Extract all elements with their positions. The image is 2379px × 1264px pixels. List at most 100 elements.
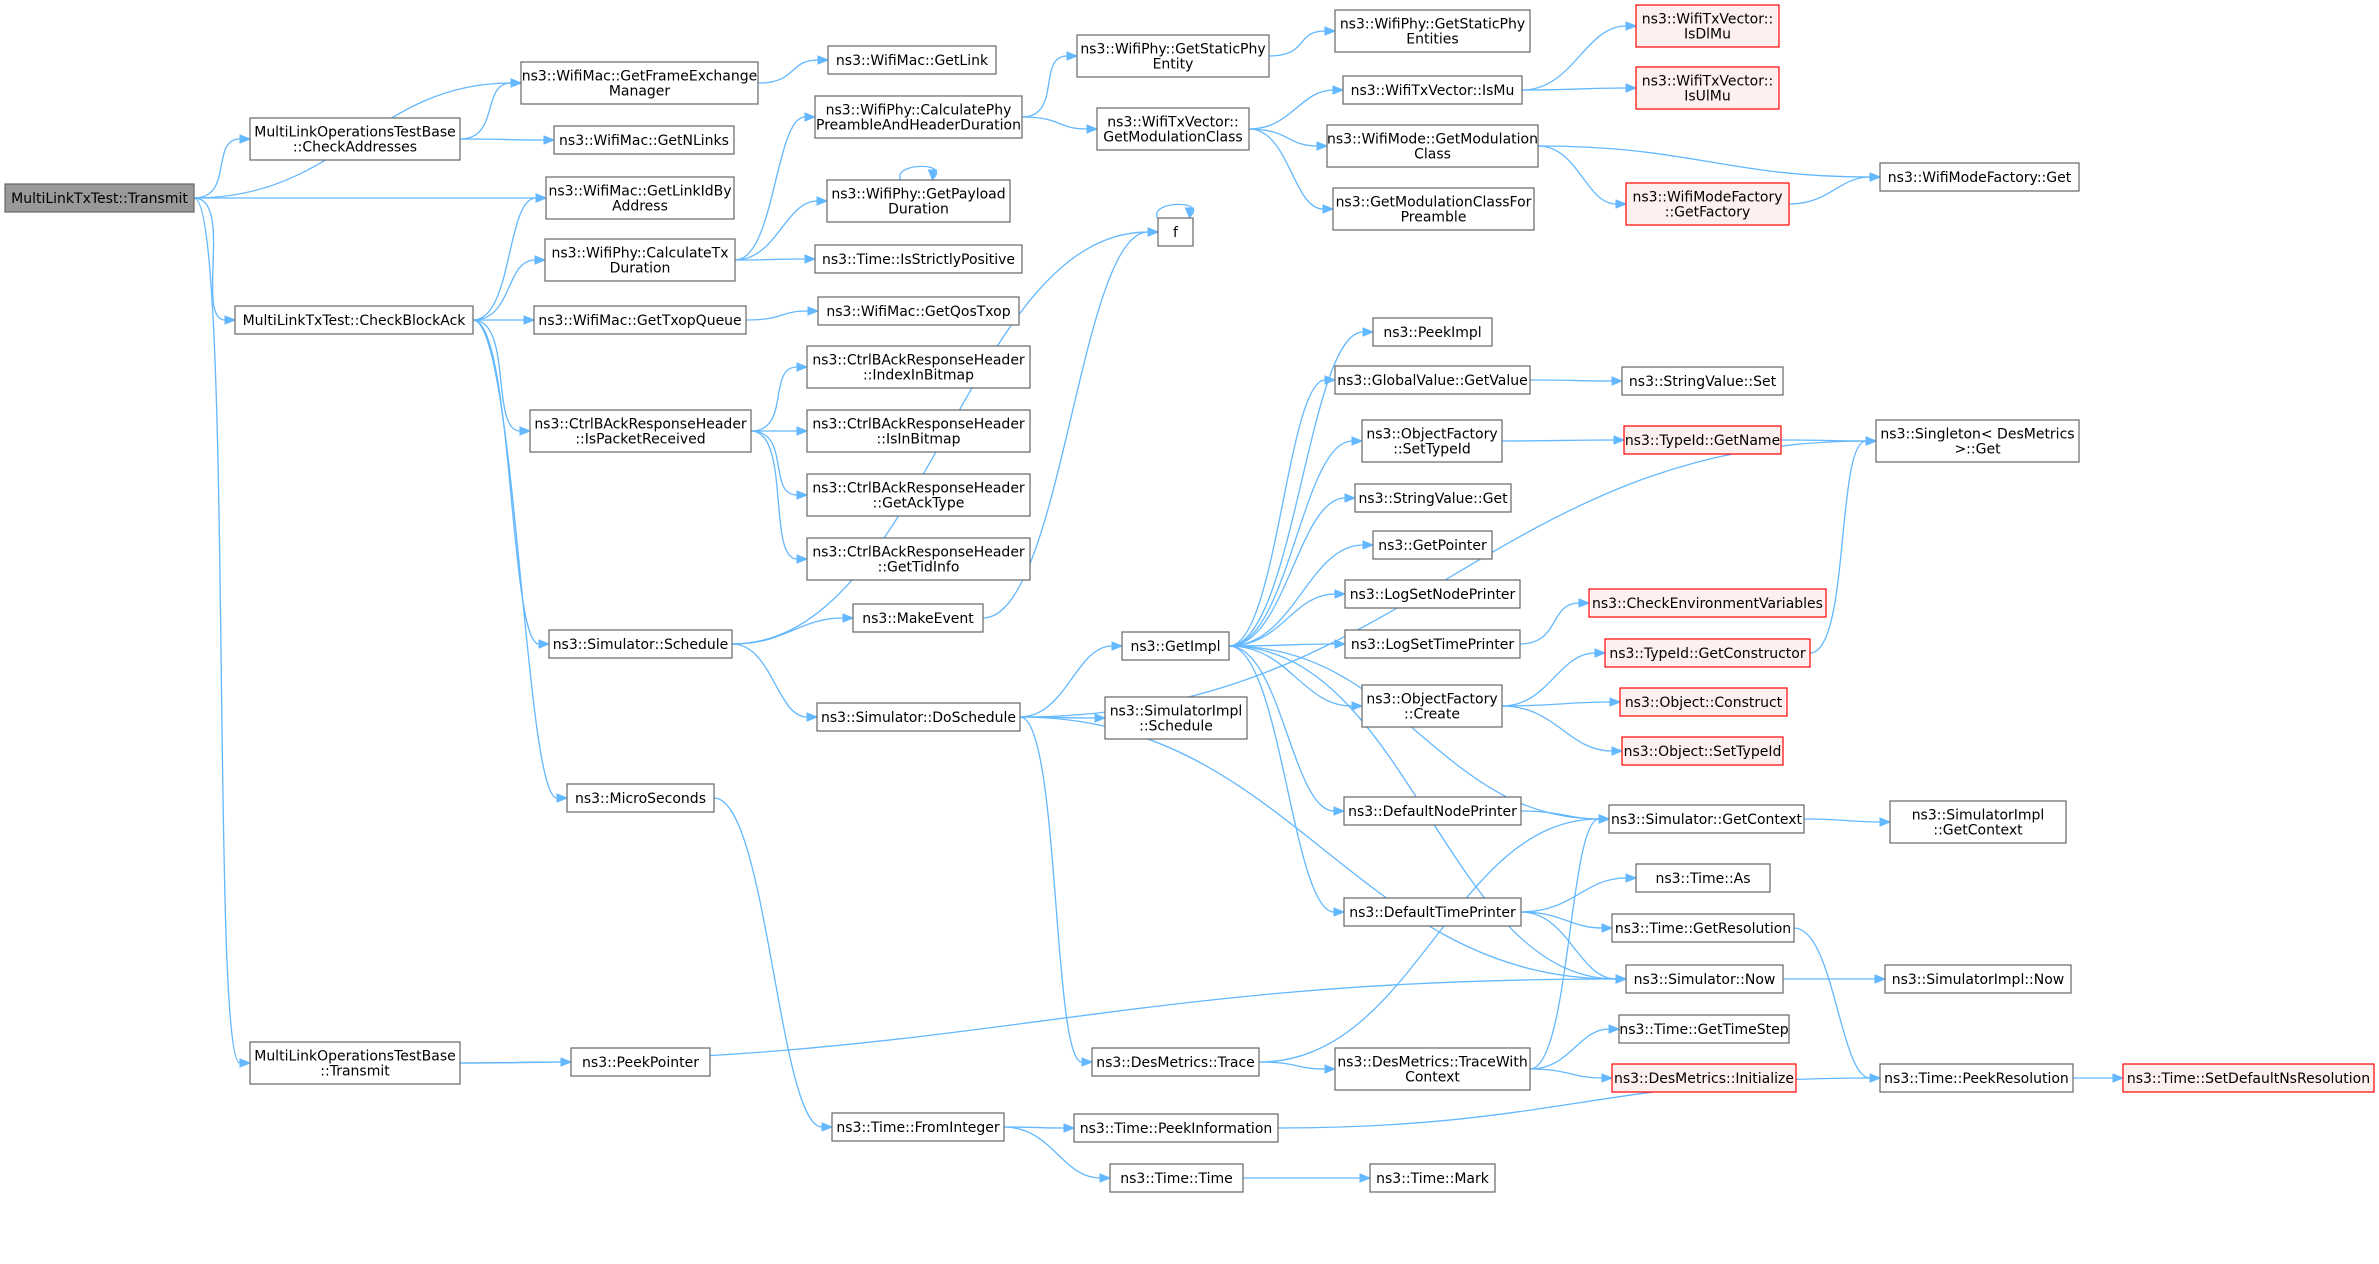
node-checkEnv[interactable]: ns3::CheckEnvironmentVariables	[1588, 588, 1827, 618]
node-ofSetTypeId[interactable]: ns3::ObjectFactory::SetTypeId	[1361, 419, 1503, 463]
edge-isPacketRecv-to-getAckType	[750, 430, 798, 496]
node-getTidInfo[interactable]: ns3::CtrlBAckResponseHeader::GetTidInfo	[806, 537, 1031, 581]
node-mloTransmit[interactable]: MultiLinkOperationsTestBase::Transmit	[249, 1041, 461, 1085]
node-microSeconds[interactable]: ns3::MicroSeconds	[566, 783, 715, 813]
node-isPacketRecv[interactable]: ns3::CtrlBAckResponseHeader::IsPacketRec…	[529, 409, 752, 453]
edge-arrowhead	[806, 712, 819, 722]
node-objConstruct[interactable]: ns3::Object::Construct	[1619, 687, 1788, 717]
node-box	[1369, 1163, 1496, 1193]
edge-arrowhead	[1147, 227, 1160, 237]
node-getImpl[interactable]: ns3::GetImpl	[1121, 631, 1230, 661]
node-root[interactable]: MultiLinkTxTest::Transmit	[4, 183, 195, 213]
edge-arrowhead	[1334, 639, 1347, 649]
node-getTxopQueue[interactable]: ns3::WifiMac::GetTxopQueue	[533, 305, 747, 335]
node-getModClass[interactable]: ns3::WifiTxVector::GetModulationClass	[1096, 107, 1250, 151]
node-checkAddr[interactable]: MultiLinkOperationsTestBase::CheckAddres…	[249, 117, 461, 161]
edge-arrowhead	[239, 1058, 252, 1068]
node-wmfGetFactory[interactable]: ns3::WifiModeFactory::GetFactory	[1625, 182, 1790, 226]
node-label: ns3::WifiPhy::GetStaticPhy	[1080, 42, 1265, 58]
node-doSchedule[interactable]: ns3::Simulator::DoSchedule	[816, 702, 1021, 732]
node-timeMark[interactable]: ns3::Time::Mark	[1369, 1163, 1496, 1193]
node-svSet[interactable]: ns3::StringValue::Set	[1621, 366, 1784, 396]
edge-arrowhead	[1869, 1073, 1882, 1083]
edge-typeGetCtor-to-singletonGet	[1809, 440, 1867, 654]
edge-schedule-to-doSchedule	[731, 643, 808, 718]
node-logSetTimePr[interactable]: ns3::LogSetTimePrinter	[1344, 629, 1521, 659]
node-wmGetModClass[interactable]: ns3::WifiMode::GetModulationClass	[1326, 124, 1539, 168]
node-getLink[interactable]: ns3::WifiMac::GetLink	[827, 45, 997, 75]
node-simNow[interactable]: ns3::Simulator::Now	[1625, 964, 1784, 994]
node-wmfGet[interactable]: ns3::WifiModeFactory::Get	[1879, 162, 2080, 192]
node-indexInBitmap[interactable]: ns3::CtrlBAckResponseHeader::IndexInBitm…	[806, 345, 1031, 389]
node-getPointer[interactable]: ns3::GetPointer	[1372, 530, 1493, 560]
node-label: >::Get	[1954, 442, 2001, 458]
node-makeEvent[interactable]: ns3::MakeEvent	[852, 603, 984, 633]
edge-arrowhead	[1625, 873, 1638, 883]
edge-ofCreate-to-typeGetCtor	[1501, 652, 1596, 707]
node-getQosTxop[interactable]: ns3::WifiMac::GetQosTxop	[817, 296, 1020, 326]
node-isStrictlyPos[interactable]: ns3::Time::IsStrictlyPositive	[814, 244, 1023, 274]
node-checkBlockAck[interactable]: MultiLinkTxTest::CheckBlockAck	[234, 305, 474, 335]
node-isInBitmap[interactable]: ns3::CtrlBAckResponseHeader::IsInBitmap	[806, 409, 1031, 453]
node-ofCreate[interactable]: ns3::ObjectFactory::Create	[1361, 684, 1503, 728]
node-logSetNodePr[interactable]: ns3::LogSetNodePrinter	[1344, 579, 1521, 609]
edge-root-to-checkBlockAck	[193, 197, 226, 321]
node-simImplSchedule[interactable]: ns3::SimulatorImpl::Schedule	[1104, 696, 1248, 740]
node-label: ns3::Object::SetTypeId	[1624, 744, 1782, 760]
node-isMu[interactable]: ns3::WifiTxVector::IsMu	[1342, 75, 1523, 105]
node-objSetTypeId[interactable]: ns3::Object::SetTypeId	[1621, 736, 1784, 766]
node-simImplGetCtx[interactable]: ns3::SimulatorImpl::GetContext	[1889, 800, 2067, 844]
edge-arrowhead	[796, 362, 809, 372]
node-peekImpl[interactable]: ns3::PeekImpl	[1372, 317, 1493, 347]
edge-doSchedule-to-getImpl	[1019, 645, 1113, 718]
node-box	[806, 345, 1031, 389]
node-label: ns3::CtrlBAckResponseHeader	[534, 417, 747, 433]
node-desTrace[interactable]: ns3::DesMetrics::Trace	[1091, 1047, 1260, 1077]
node-calcPhyPre[interactable]: ns3::WifiPhy::CalculatePhyPreambleAndHea…	[814, 95, 1023, 139]
node-schedule[interactable]: ns3::Simulator::Schedule	[548, 629, 733, 659]
node-setDefRes[interactable]: ns3::Time::SetDefaultNsResolution	[2122, 1063, 2375, 1093]
node-typeGetName[interactable]: ns3::TypeId::GetName	[1623, 425, 1782, 455]
node-isDlMu[interactable]: ns3::WifiTxVector::IsDlMu	[1635, 4, 1780, 48]
node-box	[814, 244, 1023, 274]
node-peekPointer[interactable]: ns3::PeekPointer	[570, 1047, 711, 1077]
node-label: ns3::GetModulationClassFor	[1336, 195, 1532, 211]
node-label: ns3::WifiMac::GetTxopQueue	[538, 313, 741, 329]
node-svGet[interactable]: ns3::StringValue::Get	[1354, 483, 1512, 513]
node-label: MultiLinkTxTest::Transmit	[11, 191, 188, 207]
node-peekRes[interactable]: ns3::Time::PeekResolution	[1879, 1063, 2074, 1093]
edge-ofCreate-to-objSetTypeId	[1501, 705, 1613, 752]
node-getTimeStep[interactable]: ns3::Time::GetTimeStep	[1618, 1014, 1790, 1044]
node-f[interactable]: f	[1157, 217, 1194, 247]
node-gvGetValue[interactable]: ns3::GlobalValue::GetValue	[1334, 365, 1531, 395]
node-box	[553, 125, 735, 155]
node-peekInfo[interactable]: ns3::Time::PeekInformation	[1073, 1113, 1279, 1143]
node-getNLinks[interactable]: ns3::WifiMac::GetNLinks	[553, 125, 735, 155]
edge-arrowhead	[1324, 1064, 1337, 1074]
node-typeGetCtor[interactable]: ns3::TypeId::GetConstructor	[1604, 638, 1811, 668]
node-timeAs[interactable]: ns3::Time::As	[1635, 863, 1771, 893]
node-label: ns3::Time::FromInteger	[836, 1120, 999, 1136]
node-timeTime[interactable]: ns3::Time::Time	[1109, 1163, 1244, 1193]
node-label: ::IndexInBitmap	[863, 368, 974, 384]
node-simImplNow[interactable]: ns3::SimulatorImpl::Now	[1884, 964, 2072, 994]
node-isUlMu[interactable]: ns3::WifiTxVector::IsUlMu	[1635, 66, 1780, 110]
node-desInit[interactable]: ns3::DesMetrics::Initialize	[1611, 1063, 1797, 1093]
node-timeGetRes[interactable]: ns3::Time::GetResolution	[1611, 913, 1795, 943]
node-label: MultiLinkOperationsTestBase	[254, 125, 456, 141]
node-singletonGet[interactable]: ns3::Singleton< DesMetrics>::Get	[1875, 419, 2080, 463]
node-defTimePr[interactable]: ns3::DefaultTimePrinter	[1343, 897, 1522, 927]
node-fromInteger[interactable]: ns3::Time::FromInteger	[831, 1112, 1005, 1142]
node-getAckType[interactable]: ns3::CtrlBAckResponseHeader::GetAckType	[806, 473, 1031, 517]
node-defNodePr[interactable]: ns3::DefaultNodePrinter	[1343, 796, 1522, 826]
node-simGetCtx[interactable]: ns3::Simulator::GetContext	[1608, 804, 1805, 834]
node-label: ns3::MakeEvent	[862, 611, 974, 627]
